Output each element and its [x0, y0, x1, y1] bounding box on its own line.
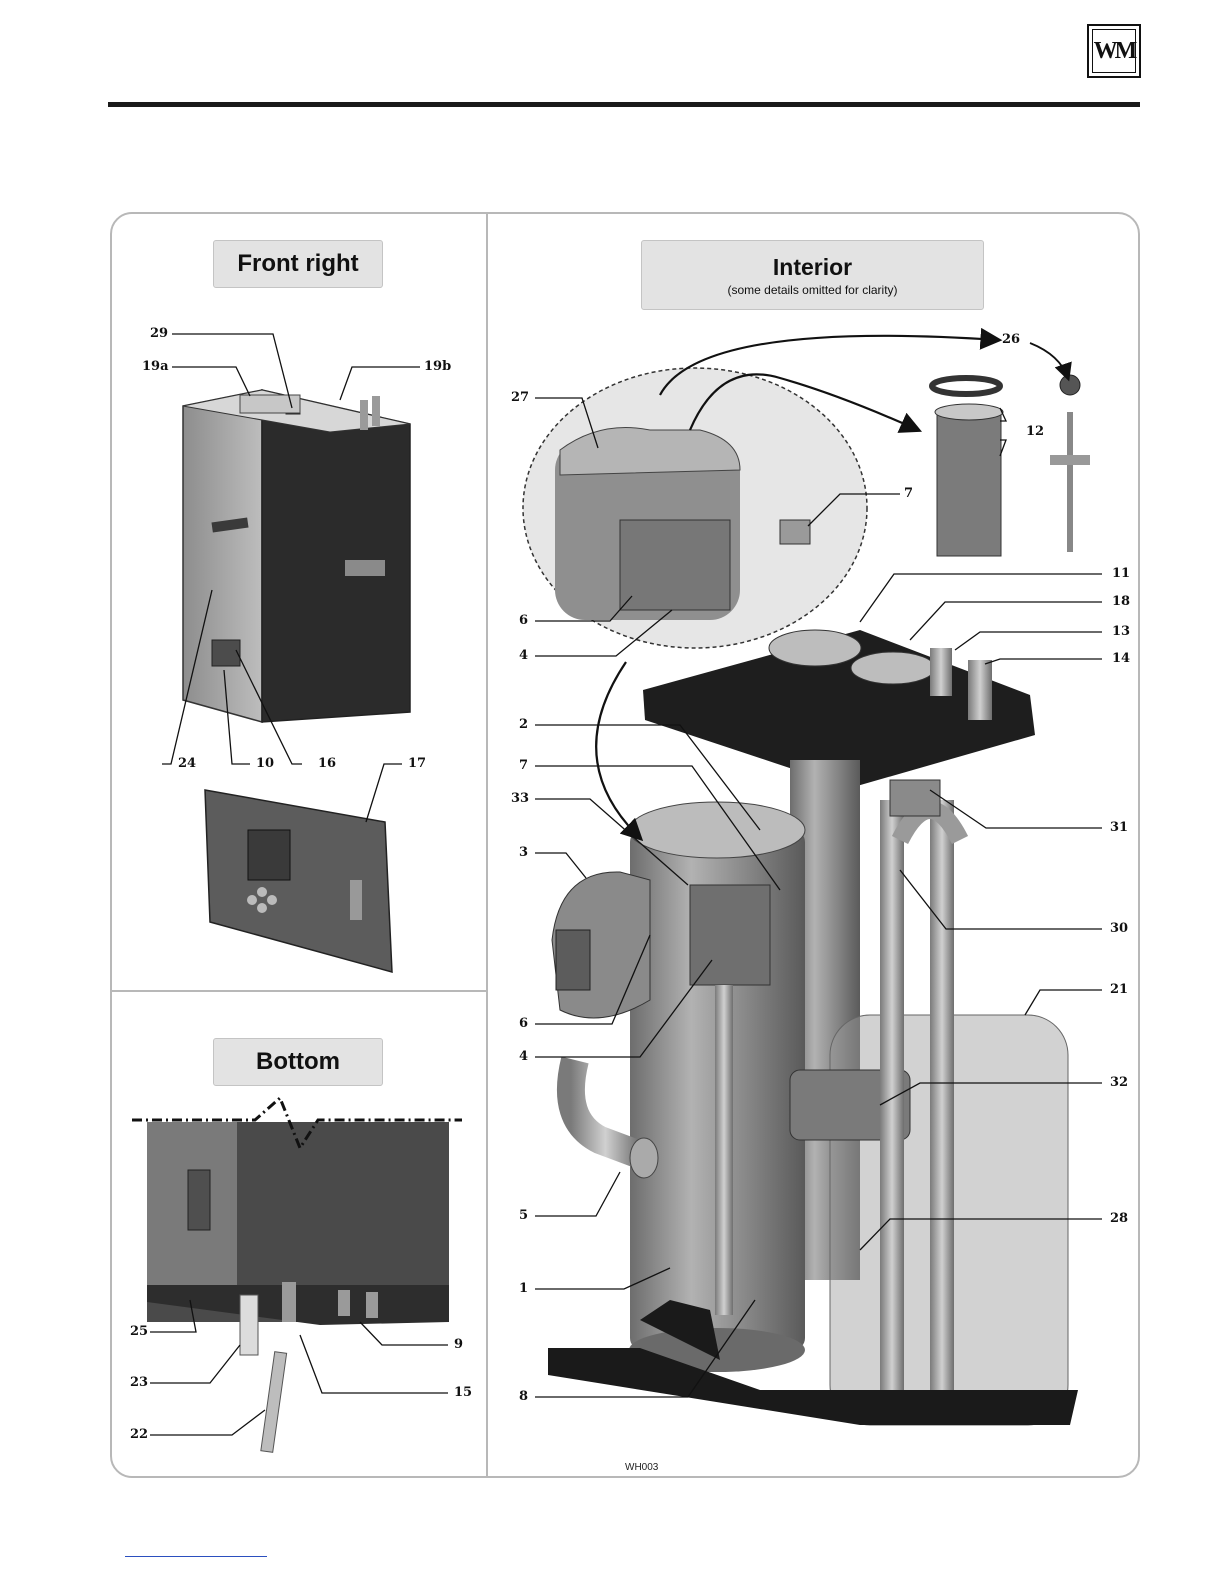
callout-16: 16 — [318, 757, 336, 771]
callout-14: 14 — [1112, 652, 1130, 666]
callout-6-detail: 6 — [519, 614, 528, 628]
callout-7-detail: 7 — [904, 487, 913, 501]
callout-13: 13 — [1112, 625, 1130, 639]
callout-4: 4 — [519, 1050, 528, 1064]
callout-32: 32 — [1110, 1076, 1128, 1090]
callout-15: 15 — [454, 1386, 472, 1400]
callout-17: 17 — [408, 757, 426, 771]
callout-8: 8 — [519, 1390, 528, 1404]
callout-28: 28 — [1110, 1212, 1128, 1226]
footer-link-underline[interactable] — [125, 1556, 267, 1557]
callout-10: 10 — [256, 757, 274, 771]
callout-5: 5 — [519, 1209, 528, 1223]
bottom-view-figure — [132, 1098, 462, 1452]
water-heater-front-figure — [183, 390, 410, 722]
callout-22: 22 — [130, 1428, 148, 1442]
callout-9: 9 — [454, 1338, 463, 1352]
callout-7: 7 — [519, 759, 528, 773]
callout-31: 31 — [1110, 821, 1128, 835]
callout-24: 24 — [178, 757, 196, 771]
callout-12: 12 — [1026, 425, 1044, 439]
callout-30: 30 — [1110, 922, 1128, 936]
figure-id: WH003 — [625, 1462, 658, 1473]
callout-21: 21 — [1110, 983, 1128, 997]
callout-4-detail: 4 — [519, 649, 528, 663]
control-module-figure — [205, 790, 392, 972]
callout-19a: 19a — [142, 360, 169, 374]
callout-25: 25 — [130, 1325, 148, 1339]
interior-figure — [523, 336, 1090, 1425]
callout-26: 26 — [1002, 333, 1020, 347]
callout-1: 1 — [519, 1282, 528, 1296]
callout-33: 33 — [511, 792, 529, 806]
callout-3: 3 — [519, 846, 528, 860]
callout-27: 27 — [511, 391, 529, 405]
callout-2: 2 — [519, 718, 528, 732]
callout-19b: 19b — [424, 360, 451, 374]
callout-11: 11 — [1112, 567, 1130, 581]
callout-18: 18 — [1112, 595, 1130, 609]
callout-6: 6 — [519, 1017, 528, 1031]
callout-29: 29 — [150, 327, 168, 341]
callout-23: 23 — [130, 1376, 148, 1390]
